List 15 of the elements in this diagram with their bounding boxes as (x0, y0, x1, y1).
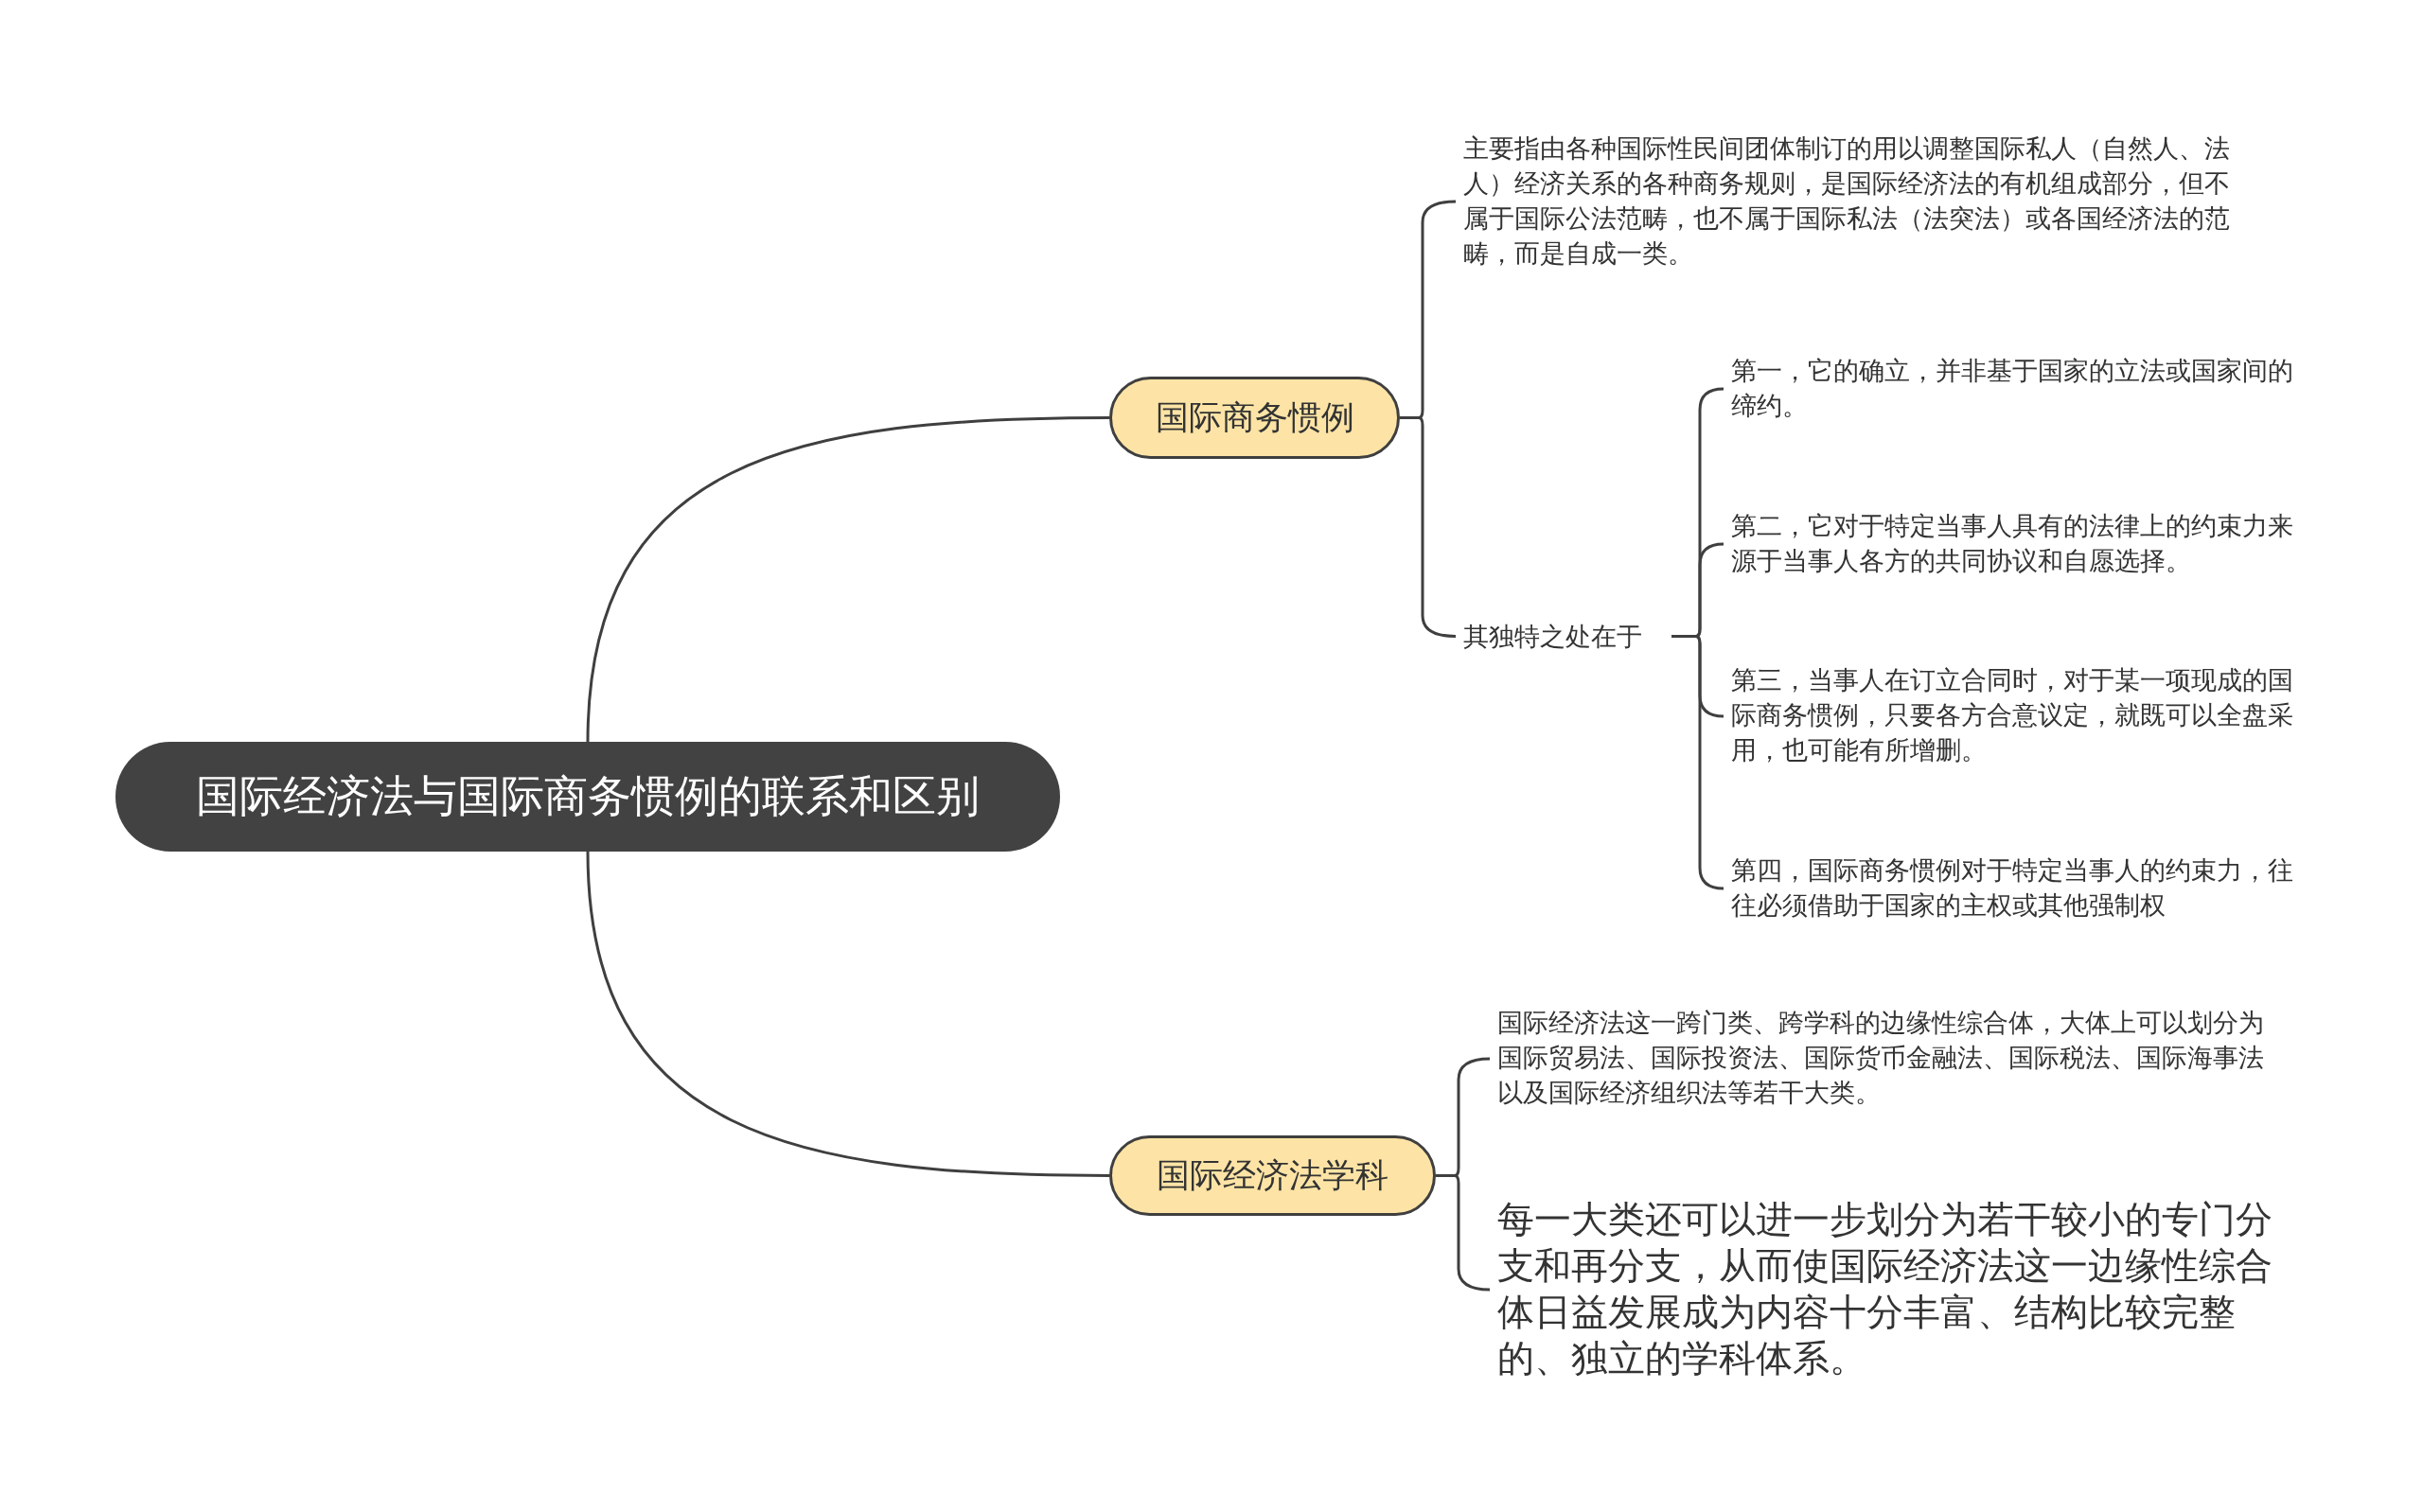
topic-text: 第三，当事人在订立合同时，对于某一项现成的国际商务惯例，只要各方合意议定，就既可以全盘采用，也可能有所增删。 (1731, 662, 2299, 770)
topic-pill: 国际经济法学科 (1109, 1135, 1436, 1216)
connector-line (1436, 1174, 1491, 1292)
connector-line (586, 851, 1109, 1177)
topic-text: 第四，国际商务惯例对于特定当事人的约束力，往往必须借助于国家的主权或其他强制权 (1731, 853, 2299, 924)
topic-text: 其独特之处在于 (1463, 619, 1671, 654)
topic-text: 第二，它对于特定当事人具有的法律上的约束力来源于当事人各方的共同协议和自愿选择。 (1731, 508, 2299, 580)
connector-line (1400, 416, 1457, 638)
connector-line (586, 416, 1109, 743)
topic-text: 每一大类还可以进一步划分为若干较小的专门分支和再分支，从而使国际经济法这一边缘性综合体日益发展成为内容十分丰富、结构比较完整的、独立的学科体系。 (1497, 1196, 2283, 1383)
topic-pill: 国际商务惯例 (1109, 377, 1400, 459)
topic-text: 第一，它的确立，并非基于国家的立法或国家间的缔约。 (1731, 353, 2299, 425)
topic-text: 国际经济法这一跨门类、跨学科的边缘性综合体，大体上可以划分为国际贸易法、国际投资法、国际货币金融法、国际税法、国际海事法以及国际经济组织法等若干大类。 (1497, 1005, 2273, 1113)
topic-text: 主要指由各种国际性民间团体制订的用以调整国际私人（自然人、法人）经济关系的各种商务规则，是国际经济法的有机组成部分，但不属于国际公法范畴，也不属于国际私法（法突法）或各国经济法的范畴，而是自成一类。 (1463, 131, 2249, 273)
central-topic: 国际经济法与国际商务惯例的联系和区别 (115, 742, 1060, 852)
